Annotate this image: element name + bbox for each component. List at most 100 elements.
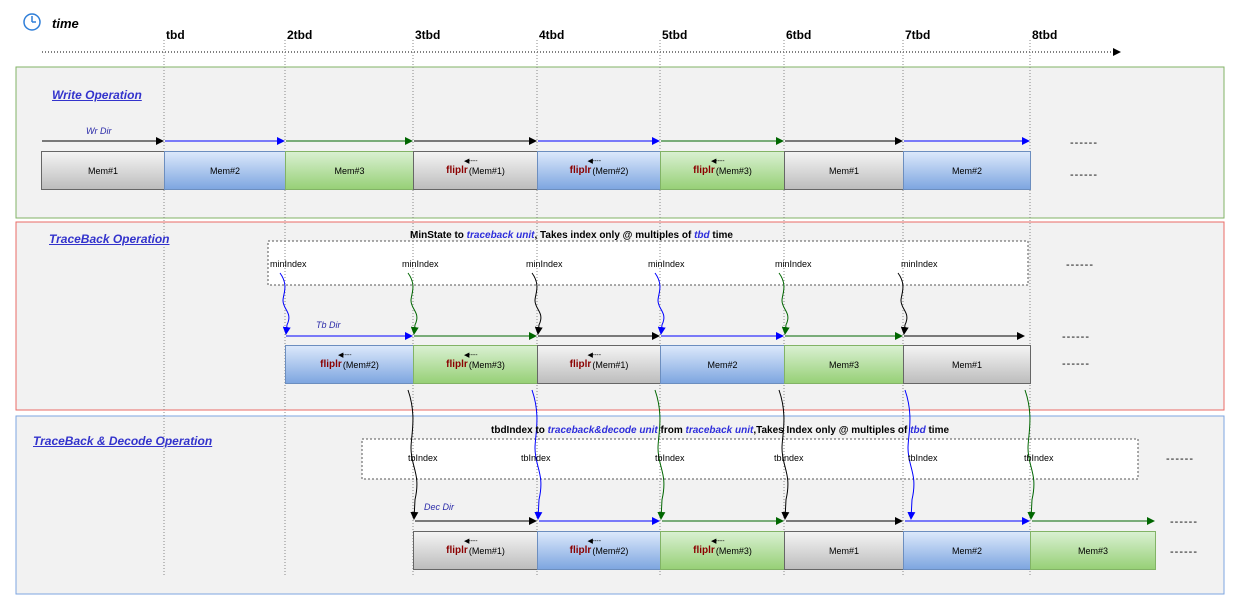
flip-direction-icon: ◀- - - - (338, 352, 352, 359)
minindex-label: minIndex (402, 259, 439, 269)
traceback-mem-block: ◀- - - -fliplr(Mem#2) (285, 345, 414, 384)
continuation-dashes: ------ (1062, 358, 1090, 370)
traceback-section-title: TraceBack Operation (49, 232, 170, 246)
write-direction-label: Wr Dir (86, 126, 112, 136)
flip-direction-icon: ◀- - - - (587, 538, 602, 545)
mem-label: Mem#1 (87, 165, 118, 176)
traceback-direction-label: Tb Dir (316, 320, 341, 330)
traceback-mem-block: Mem#2 (660, 345, 785, 384)
tbindex-label: tbIndex (408, 453, 438, 463)
mem-label: (Mem#1) (468, 545, 505, 556)
minindex-arrow (531, 272, 543, 335)
decode-mem-block: ◀- - - -fliplr(Mem#1) (413, 531, 538, 570)
decode-direction-label: Dec Dir (424, 502, 455, 512)
write-mem-block: ◀- - - -fliplr(Mem#3) (660, 151, 785, 190)
fliplr-prefix: fliplr (569, 359, 592, 370)
tbindex-label: tbIndex (774, 453, 804, 463)
fliplr-prefix: fliplr (446, 165, 468, 176)
continuation-dashes: ------ (1166, 453, 1194, 465)
write-mem-block: Mem#1 (784, 151, 904, 190)
flip-direction-icon: ◀- - - - (711, 158, 725, 165)
flip-direction-icon: ◀- - - - (464, 158, 478, 165)
tick-label: 7tbd (905, 28, 931, 42)
tick-label: 5tbd (662, 28, 688, 42)
tbindex-arrow (1024, 389, 1036, 520)
tick-label: 4tbd (539, 28, 565, 42)
continuation-dashes: ------ (1062, 331, 1090, 343)
flip-direction-icon: ◀- - - - (464, 538, 478, 545)
minindex-arrow (279, 272, 291, 335)
fliplr-prefix: fliplr (569, 545, 592, 556)
write-mem-block: Mem#2 (903, 151, 1031, 190)
flip-direction-icon: ◀- - - - (587, 352, 602, 359)
mem-label: Mem#3 (828, 359, 859, 370)
traceback-note: MinState to traceback unit, Takes index … (410, 230, 733, 241)
mem-label: Mem#3 (334, 165, 365, 176)
decode-section-title: TraceBack & Decode Operation (33, 434, 213, 448)
fliplr-prefix: fliplr (693, 165, 715, 176)
tbindex-label: tbIndex (521, 453, 551, 463)
minindex-arrow (654, 272, 666, 335)
fliplr-prefix: fliplr (446, 545, 468, 556)
mem-label: Mem#1 (951, 359, 982, 370)
fliplr-prefix: fliplr (320, 359, 342, 370)
minindex-label: minIndex (775, 259, 812, 269)
fliplr-prefix: fliplr (693, 545, 715, 556)
tbindex-arrow (778, 389, 790, 520)
write-mem-block: Mem#2 (164, 151, 286, 190)
write-mem-block: ◀- - - -fliplr(Mem#2) (537, 151, 661, 190)
mem-label: Mem#3 (1077, 545, 1108, 556)
tick-label: 6tbd (786, 28, 812, 42)
tbindex-arrow (531, 389, 543, 520)
fliplr-prefix: fliplr (446, 359, 468, 370)
minindex-label: minIndex (648, 259, 685, 269)
decode-mem-block: ◀- - - -fliplr(Mem#3) (660, 531, 785, 570)
mem-label: (Mem#1) (592, 359, 629, 370)
traceback-mem-block: Mem#3 (784, 345, 904, 384)
mem-label: (Mem#2) (592, 165, 629, 176)
continuation-dashes: ------ (1070, 169, 1098, 181)
write-section-box (15, 66, 1225, 219)
decode-mem-block: Mem#1 (784, 531, 904, 570)
mem-label: Mem#1 (828, 545, 859, 556)
minindex-arrow (778, 272, 790, 335)
continuation-dashes: ------ (1170, 516, 1198, 528)
mem-label: (Mem#3) (468, 359, 505, 370)
tbindex-label: tbIndex (1024, 453, 1054, 463)
write-mem-block: Mem#3 (285, 151, 414, 190)
tick-label: 3tbd (415, 28, 441, 42)
traceback-mem-block: Mem#1 (903, 345, 1031, 384)
mem-label: (Mem#1) (468, 165, 505, 176)
tbindex-arrow (654, 389, 666, 520)
tbindex-arrow (904, 389, 916, 520)
tick-label: 2tbd (287, 28, 313, 42)
minindex-arrow (407, 272, 419, 335)
tbindex-label: tbIndex (908, 453, 938, 463)
minindex-label: minIndex (270, 259, 307, 269)
mem-label: Mem#2 (209, 165, 240, 176)
mem-label: Mem#2 (951, 545, 982, 556)
fliplr-prefix: fliplr (569, 165, 592, 176)
write-mem-block: Mem#1 (41, 151, 165, 190)
flip-direction-icon: ◀- - - - (464, 352, 478, 359)
mem-label: (Mem#3) (715, 165, 752, 176)
tbindex-arrow (407, 389, 419, 520)
tick-label: 8tbd (1032, 28, 1058, 42)
clock-icon (23, 13, 41, 31)
continuation-dashes: ------ (1170, 546, 1198, 558)
flip-direction-icon: ◀- - - - (711, 538, 725, 545)
traceback-mem-block: ◀- - - -fliplr(Mem#3) (413, 345, 538, 384)
decode-mem-block: Mem#2 (903, 531, 1031, 570)
decode-mem-block: ◀- - - -fliplr(Mem#2) (537, 531, 661, 570)
decode-mem-block: Mem#3 (1030, 531, 1156, 570)
traceback-mem-block: ◀- - - -fliplr(Mem#1) (537, 345, 661, 384)
time-label: time (52, 16, 79, 31)
write-mem-block: ◀- - - -fliplr(Mem#1) (413, 151, 538, 190)
mem-label: Mem#2 (951, 165, 982, 176)
tick-label: tbd (166, 28, 185, 42)
decode-note-band (361, 438, 1139, 480)
flip-direction-icon: ◀- - - - (587, 158, 602, 165)
tbindex-label: tbIndex (655, 453, 685, 463)
